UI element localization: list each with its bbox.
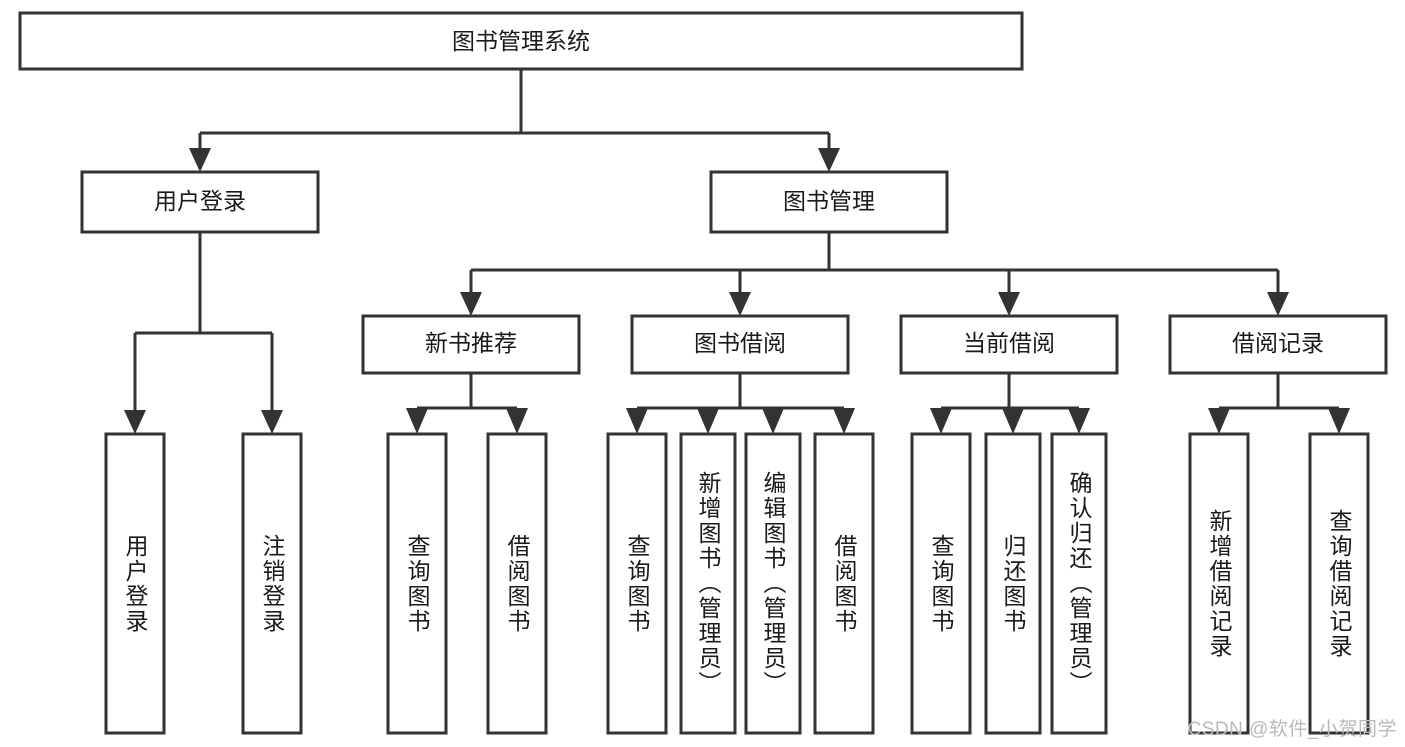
- node-new-book-rec[interactable]: 新书推荐: [361, 314, 581, 375]
- node-leaf-query-book-2-box[interactable]: [606, 432, 668, 735]
- node-leaf-user-login-box[interactable]: [104, 432, 166, 735]
- node-book-borrow-label: 图书借阅: [694, 330, 786, 356]
- node-leaf-borrow-book-2-box[interactable]: [813, 432, 875, 735]
- arrow-to-current-borrow: [998, 292, 1020, 316]
- arrow-root-to-user-login: [189, 148, 211, 172]
- node-leaf-logout[interactable]: 注销登录: [241, 432, 303, 735]
- node-leaf-confirm-return-admin[interactable]: 确认归还（管理员）: [1050, 432, 1108, 735]
- node-leaf-query-book-1-label: 查询图书: [404, 533, 430, 634]
- node-borrow-record[interactable]: 借阅记录: [1168, 314, 1388, 375]
- node-current-borrow[interactable]: 当前借阅: [899, 314, 1119, 375]
- arrow-to-leaf-return-book: [1002, 408, 1024, 434]
- arrow-to-leaf-query-borrow-record: [1328, 408, 1350, 434]
- node-leaf-confirm-return-admin-label: 确认归还（管理员）: [1066, 471, 1092, 696]
- arrow-to-leaf-logout: [261, 410, 283, 434]
- node-new-book-rec-label: 新书推荐: [425, 330, 517, 356]
- node-leaf-query-book-3-label: 查询图书: [928, 533, 954, 634]
- node-leaf-logout-label: 注销登录: [259, 533, 285, 634]
- node-book-manage-box[interactable]: [709, 170, 949, 234]
- arrow-to-leaf-user-login: [124, 410, 146, 434]
- node-leaf-query-borrow-record[interactable]: 查询借阅记录: [1308, 432, 1370, 735]
- node-user-login-box[interactable]: [80, 170, 320, 234]
- node-leaf-edit-book-admin[interactable]: 编辑图书（管理员）: [744, 432, 802, 735]
- node-book-borrow[interactable]: 图书借阅: [630, 314, 850, 375]
- node-leaf-add-borrow-record-label: 新增借阅记录: [1206, 508, 1232, 659]
- node-borrow-record-box[interactable]: [1168, 314, 1388, 375]
- node-leaf-user-login[interactable]: 用户登录: [104, 432, 166, 735]
- node-root[interactable]: 图书管理系统: [18, 11, 1024, 71]
- node-leaf-return-book-box[interactable]: [984, 432, 1042, 735]
- node-leaf-query-book-3[interactable]: 查询图书: [910, 432, 972, 735]
- arrow-to-leaf-add-book-admin: [697, 408, 719, 434]
- node-root-label: 图书管理系统: [452, 28, 590, 54]
- node-user-login-label: 用户登录: [154, 188, 246, 214]
- arrow-to-leaf-query-book-3: [930, 408, 952, 434]
- node-leaf-user-login-label: 用户登录: [122, 533, 148, 634]
- arrow-to-new-book-rec: [460, 292, 482, 316]
- node-leaf-query-borrow-record-box[interactable]: [1308, 432, 1370, 735]
- node-leaf-add-borrow-record-box[interactable]: [1188, 432, 1250, 735]
- node-root-box[interactable]: [18, 11, 1024, 71]
- node-leaf-query-book-2-label: 查询图书: [624, 533, 650, 634]
- node-leaf-add-borrow-record[interactable]: 新增借阅记录: [1188, 432, 1250, 735]
- node-current-borrow-box[interactable]: [899, 314, 1119, 375]
- node-leaf-add-book-admin-box[interactable]: [679, 432, 737, 735]
- node-leaf-borrow-book-1-box[interactable]: [486, 432, 548, 735]
- node-leaf-confirm-return-admin-box[interactable]: [1050, 432, 1108, 735]
- node-leaf-query-book-3-box[interactable]: [910, 432, 972, 735]
- node-leaf-add-book-admin[interactable]: 新增图书（管理员）: [679, 432, 737, 735]
- node-book-manage-label: 图书管理: [783, 188, 875, 214]
- arrow-to-book-borrow: [729, 292, 751, 316]
- node-leaf-return-book-label: 归还图书: [1000, 533, 1026, 634]
- node-leaf-query-book-2[interactable]: 查询图书: [606, 432, 668, 735]
- connector-layer: [124, 69, 1350, 434]
- node-leaf-add-book-admin-label: 新增图书（管理员）: [695, 471, 721, 696]
- arrow-to-leaf-borrow-book-1: [506, 408, 528, 434]
- node-new-book-rec-box[interactable]: [361, 314, 581, 375]
- arrow-to-leaf-add-borrow-record: [1208, 408, 1230, 434]
- node-current-borrow-label: 当前借阅: [963, 330, 1055, 356]
- arrow-to-leaf-edit-book-admin: [762, 408, 784, 434]
- node-leaf-edit-book-admin-label: 编辑图书（管理员）: [760, 471, 786, 696]
- arrow-to-leaf-confirm-return-admin: [1068, 408, 1090, 434]
- arrow-to-borrow-record: [1267, 292, 1289, 316]
- node-leaf-logout-box[interactable]: [241, 432, 303, 735]
- arrow-to-leaf-borrow-book-2: [833, 408, 855, 434]
- node-leaf-return-book[interactable]: 归还图书: [984, 432, 1042, 735]
- node-leaf-borrow-book-1-label: 借阅图书: [504, 533, 530, 634]
- node-leaf-query-book-1-box[interactable]: [386, 432, 448, 735]
- node-book-manage[interactable]: 图书管理: [709, 170, 949, 234]
- node-leaf-query-book-1[interactable]: 查询图书: [386, 432, 448, 735]
- node-user-login[interactable]: 用户登录: [80, 170, 320, 234]
- node-book-borrow-box[interactable]: [630, 314, 850, 375]
- arrow-to-leaf-query-book-2: [626, 408, 648, 434]
- node-leaf-edit-book-admin-box[interactable]: [744, 432, 802, 735]
- node-borrow-record-label: 借阅记录: [1232, 330, 1324, 356]
- leaf-layer: 用户登录 注销登录 查询图书: [104, 432, 1370, 735]
- arrow-to-leaf-query-book-1: [406, 408, 428, 434]
- arrow-root-to-book-manage: [818, 148, 840, 172]
- node-leaf-borrow-book-1[interactable]: 借阅图书: [486, 432, 548, 735]
- node-leaf-borrow-book-2-label: 借阅图书: [831, 533, 857, 634]
- node-leaf-query-borrow-record-label: 查询借阅记录: [1326, 508, 1352, 659]
- node-leaf-borrow-book-2[interactable]: 借阅图书: [813, 432, 875, 735]
